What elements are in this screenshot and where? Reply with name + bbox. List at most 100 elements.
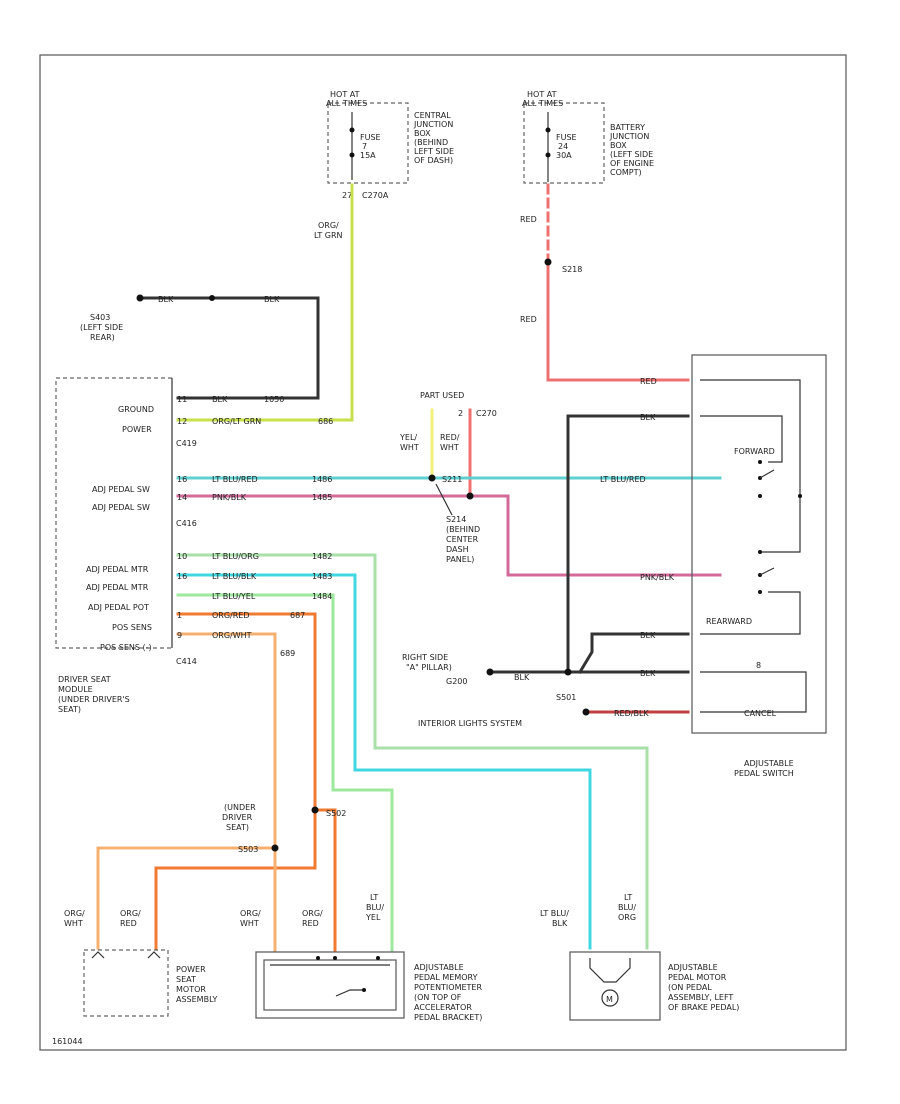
fuse-central-times: ALL TIMES xyxy=(326,99,367,108)
fuse-battery-junction: HOT AT ALL TIMES FUSE 24 30A BATTERY JUN… xyxy=(522,90,654,184)
switch-name-1: PEDAL SWITCH xyxy=(734,769,794,778)
wire-label-circ-1485: 1485 xyxy=(312,493,332,502)
wire-label-blk-s403-a: BLK xyxy=(158,295,174,304)
module-pin-pos: POS SENS xyxy=(112,623,152,632)
right-side-0: RIGHT SIDE xyxy=(402,653,448,662)
power-seat-box xyxy=(83,949,169,1017)
bottom-a1-1: WHT xyxy=(64,919,83,928)
power-seat-name-0: POWER xyxy=(176,965,206,974)
right-side-2: G200 xyxy=(446,677,467,686)
bottom-a2-1: RED xyxy=(120,919,137,928)
pedal-motor: M ADJUSTABLE PEDAL MOTOR (ON PEDAL ASSEM… xyxy=(569,951,739,1021)
wire-label-red-upper: RED xyxy=(520,215,537,224)
pedal-potentiometer: ADJUSTABLE PEDAL MEMORY POTENTIOMETER (O… xyxy=(255,951,482,1022)
wire-label-circ-686: 686 xyxy=(318,417,333,426)
module-pin-num-5: 16 xyxy=(177,572,187,581)
bottom-c2-2: ORG xyxy=(618,913,636,922)
module-pin-mtr-1: ADJ PEDAL MTR xyxy=(86,565,149,574)
figure-id: 161044 xyxy=(52,1037,83,1046)
motor-name-0: ADJUSTABLE xyxy=(668,963,718,972)
module-pin-ground: GROUND xyxy=(118,405,154,414)
wire-label-org-lt-grn-h: ORG/LT GRN xyxy=(212,417,261,426)
wire-label-circ-1482: 1482 xyxy=(312,552,332,561)
wire-label-blk-sw-mid: BLK xyxy=(640,631,656,640)
fuse-battery-times: ALL TIMES xyxy=(522,99,563,108)
connector-c416: C416 xyxy=(176,519,197,528)
wire-red-lower xyxy=(546,260,690,382)
wire-label-circ-689: 689 xyxy=(280,649,295,658)
fuse-central-label: FUSE xyxy=(360,133,381,142)
wire-label-red-wht-0: RED/ xyxy=(440,433,460,442)
splices xyxy=(136,258,590,852)
wire-label-yel-wht-1: WHT xyxy=(400,443,419,452)
under-seat-0: (UNDER xyxy=(224,803,256,812)
switch-name-0: ADJUSTABLE xyxy=(744,759,794,768)
motor-name-4: OF BRAKE PEDAL) xyxy=(668,1003,739,1012)
wire-blk-switch-top xyxy=(566,414,690,674)
module-pin-num-4: 10 xyxy=(177,552,187,561)
bottom-wire-labels: ORG/ WHT ORG/ RED ORG/ WHT ORG/ RED LT B… xyxy=(64,893,636,928)
fuse-central-desc-1: JUNCTION xyxy=(413,120,453,129)
fuse-battery-num: 24 xyxy=(558,142,568,151)
fuse-battery-desc-0: BATTERY xyxy=(610,123,645,132)
power-seat-name-1: SEAT xyxy=(176,975,196,984)
ground-s403: S403 (LEFT SIDE REAR) xyxy=(80,313,123,342)
module-name-2: (UNDER DRIVER'S xyxy=(58,695,130,704)
switch-rearward: REARWARD xyxy=(706,617,752,626)
module-pin-num-6: 1 xyxy=(177,611,182,620)
wire-label-red-blk: RED/BLK xyxy=(614,709,649,718)
under-seat-2: SEAT) xyxy=(226,823,249,832)
connector-s214-desc-1: CENTER xyxy=(446,535,479,544)
wire-label-blk-sw-top: BLK xyxy=(640,413,656,422)
ground-s403-desc-0: (LEFT SIDE xyxy=(80,323,123,332)
power-seat-motor: POWER SEAT MOTOR ASSEMBLY xyxy=(83,949,217,1017)
pot-inner xyxy=(263,959,397,1011)
fuse-battery-desc-2: BOX xyxy=(610,141,627,150)
connector-s218: S218 xyxy=(562,265,582,274)
pot-outer xyxy=(255,951,405,1019)
power-seat-name-2: MOTOR xyxy=(176,985,206,994)
bottom-b3-2: YEL xyxy=(365,913,381,922)
bottom-c2-0: LT xyxy=(624,893,632,902)
wire-label-circ-687: 687 xyxy=(290,611,305,620)
fuse-battery-hot: HOT AT xyxy=(527,90,557,99)
connector-s214-desc-2: DASH xyxy=(446,545,469,554)
wire-org-lt-grn xyxy=(176,183,354,422)
connector-s214-desc-0: (BEHIND xyxy=(446,525,480,534)
fuse-central-desc-4: LEFT SIDE xyxy=(414,147,454,156)
under-seat: (UNDER DRIVER SEAT) S503 xyxy=(222,803,258,854)
connector-c270a: C270A xyxy=(362,191,389,200)
fuse-battery-desc-5: COMPT) xyxy=(610,168,642,177)
wire-label-blk-g200: BLK xyxy=(514,673,530,682)
wire-label-blk-s403-b: BLK xyxy=(264,295,280,304)
bottom-b2-0: ORG/ xyxy=(302,909,323,918)
switch-outer-box xyxy=(691,354,827,734)
wire-label-lt-blu-org: LT BLU/ORG xyxy=(212,552,259,561)
pot-name-1: PEDAL MEMORY xyxy=(414,973,478,982)
fuse-battery-amp: 30A xyxy=(556,151,572,160)
module-pin-num-0: 11 xyxy=(177,395,187,404)
switch-forward: FORWARD xyxy=(734,447,775,456)
wire-label-blk-sw-low: BLK xyxy=(640,669,656,678)
connector-s501: S501 xyxy=(556,693,576,702)
pot-name-2: POTENTIOMETER xyxy=(414,983,482,992)
fuse-battery-desc-1: JUNCTION xyxy=(609,132,649,141)
module-pin-num-2: 16 xyxy=(177,475,187,484)
wire-label-pnk-blk-sw: PNK/BLK xyxy=(640,573,675,582)
pot-name-3: (ON TOP OF xyxy=(414,993,462,1002)
wire-label-circ-1483: 1483 xyxy=(312,572,332,581)
module-pin-num-1: 12 xyxy=(177,417,187,426)
motor-name-3: ASSEMBLY, LEFT xyxy=(668,993,733,1002)
module-outline xyxy=(55,377,172,649)
wire-label-circ-1486: 1486 xyxy=(312,475,332,484)
wire-label-circ-1484: 1484 xyxy=(312,592,332,601)
wire-label-lt-blu-blk: LT BLU/BLK xyxy=(212,572,257,581)
wire-org-wht xyxy=(176,632,277,952)
bottom-a1-0: ORG/ xyxy=(64,909,85,918)
wire-label-red-lower: RED xyxy=(520,315,537,324)
right-side-1: "A" PILLAR) xyxy=(406,663,452,672)
switch-cancel: CANCEL xyxy=(744,709,777,718)
wire-label-lt-blu-yel: LT BLU/YEL xyxy=(212,592,256,601)
connector-c270a-pin: 27 xyxy=(342,191,352,200)
wire-lt-blu-org xyxy=(176,553,649,950)
